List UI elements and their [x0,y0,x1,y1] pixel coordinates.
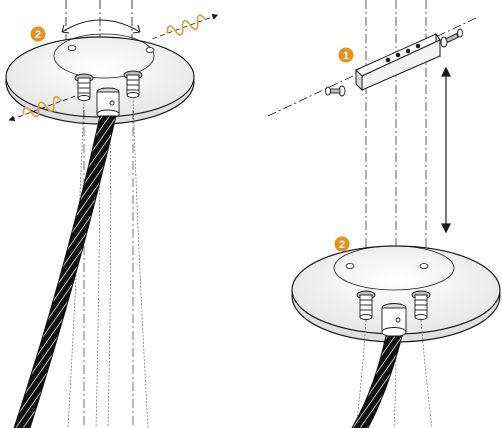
left-main-cable [13,115,117,428]
right-main-cable [351,335,403,428]
right-post-2 [411,290,431,320]
mounting-bracket [355,32,441,92]
step-badge-bracket: 1 [338,47,354,63]
double-arrow-icon [441,66,451,234]
left-post-2 [123,70,143,98]
left-bracket-screw [325,85,346,97]
left-post-1 [74,73,94,101]
right-assembly: 1 [267,0,501,428]
left-wires [67,96,149,428]
screw-icon [325,28,463,97]
step-badge-right-canopy: 2 [334,236,350,252]
right-cable-gland [381,303,407,337]
step-number-left-canopy: 2 [35,29,41,41]
left-spring-lower [8,95,77,122]
left-cable-gland [96,87,120,119]
step-badge-left-canopy: 2 [30,26,46,42]
step-number-bracket: 1 [343,50,349,62]
right-wires [355,319,433,428]
right-post-1 [356,290,376,320]
spring-icon [8,14,219,122]
step-number-right-canopy: 2 [339,239,345,251]
left-assembly: 2 [5,0,219,428]
right-canopy-plate [291,245,501,343]
left-axis-lines-lower [83,110,134,428]
right-bracket-screw [440,28,463,48]
rotate-arrow-icon [61,19,141,34]
left-spring-upper [152,14,219,40]
